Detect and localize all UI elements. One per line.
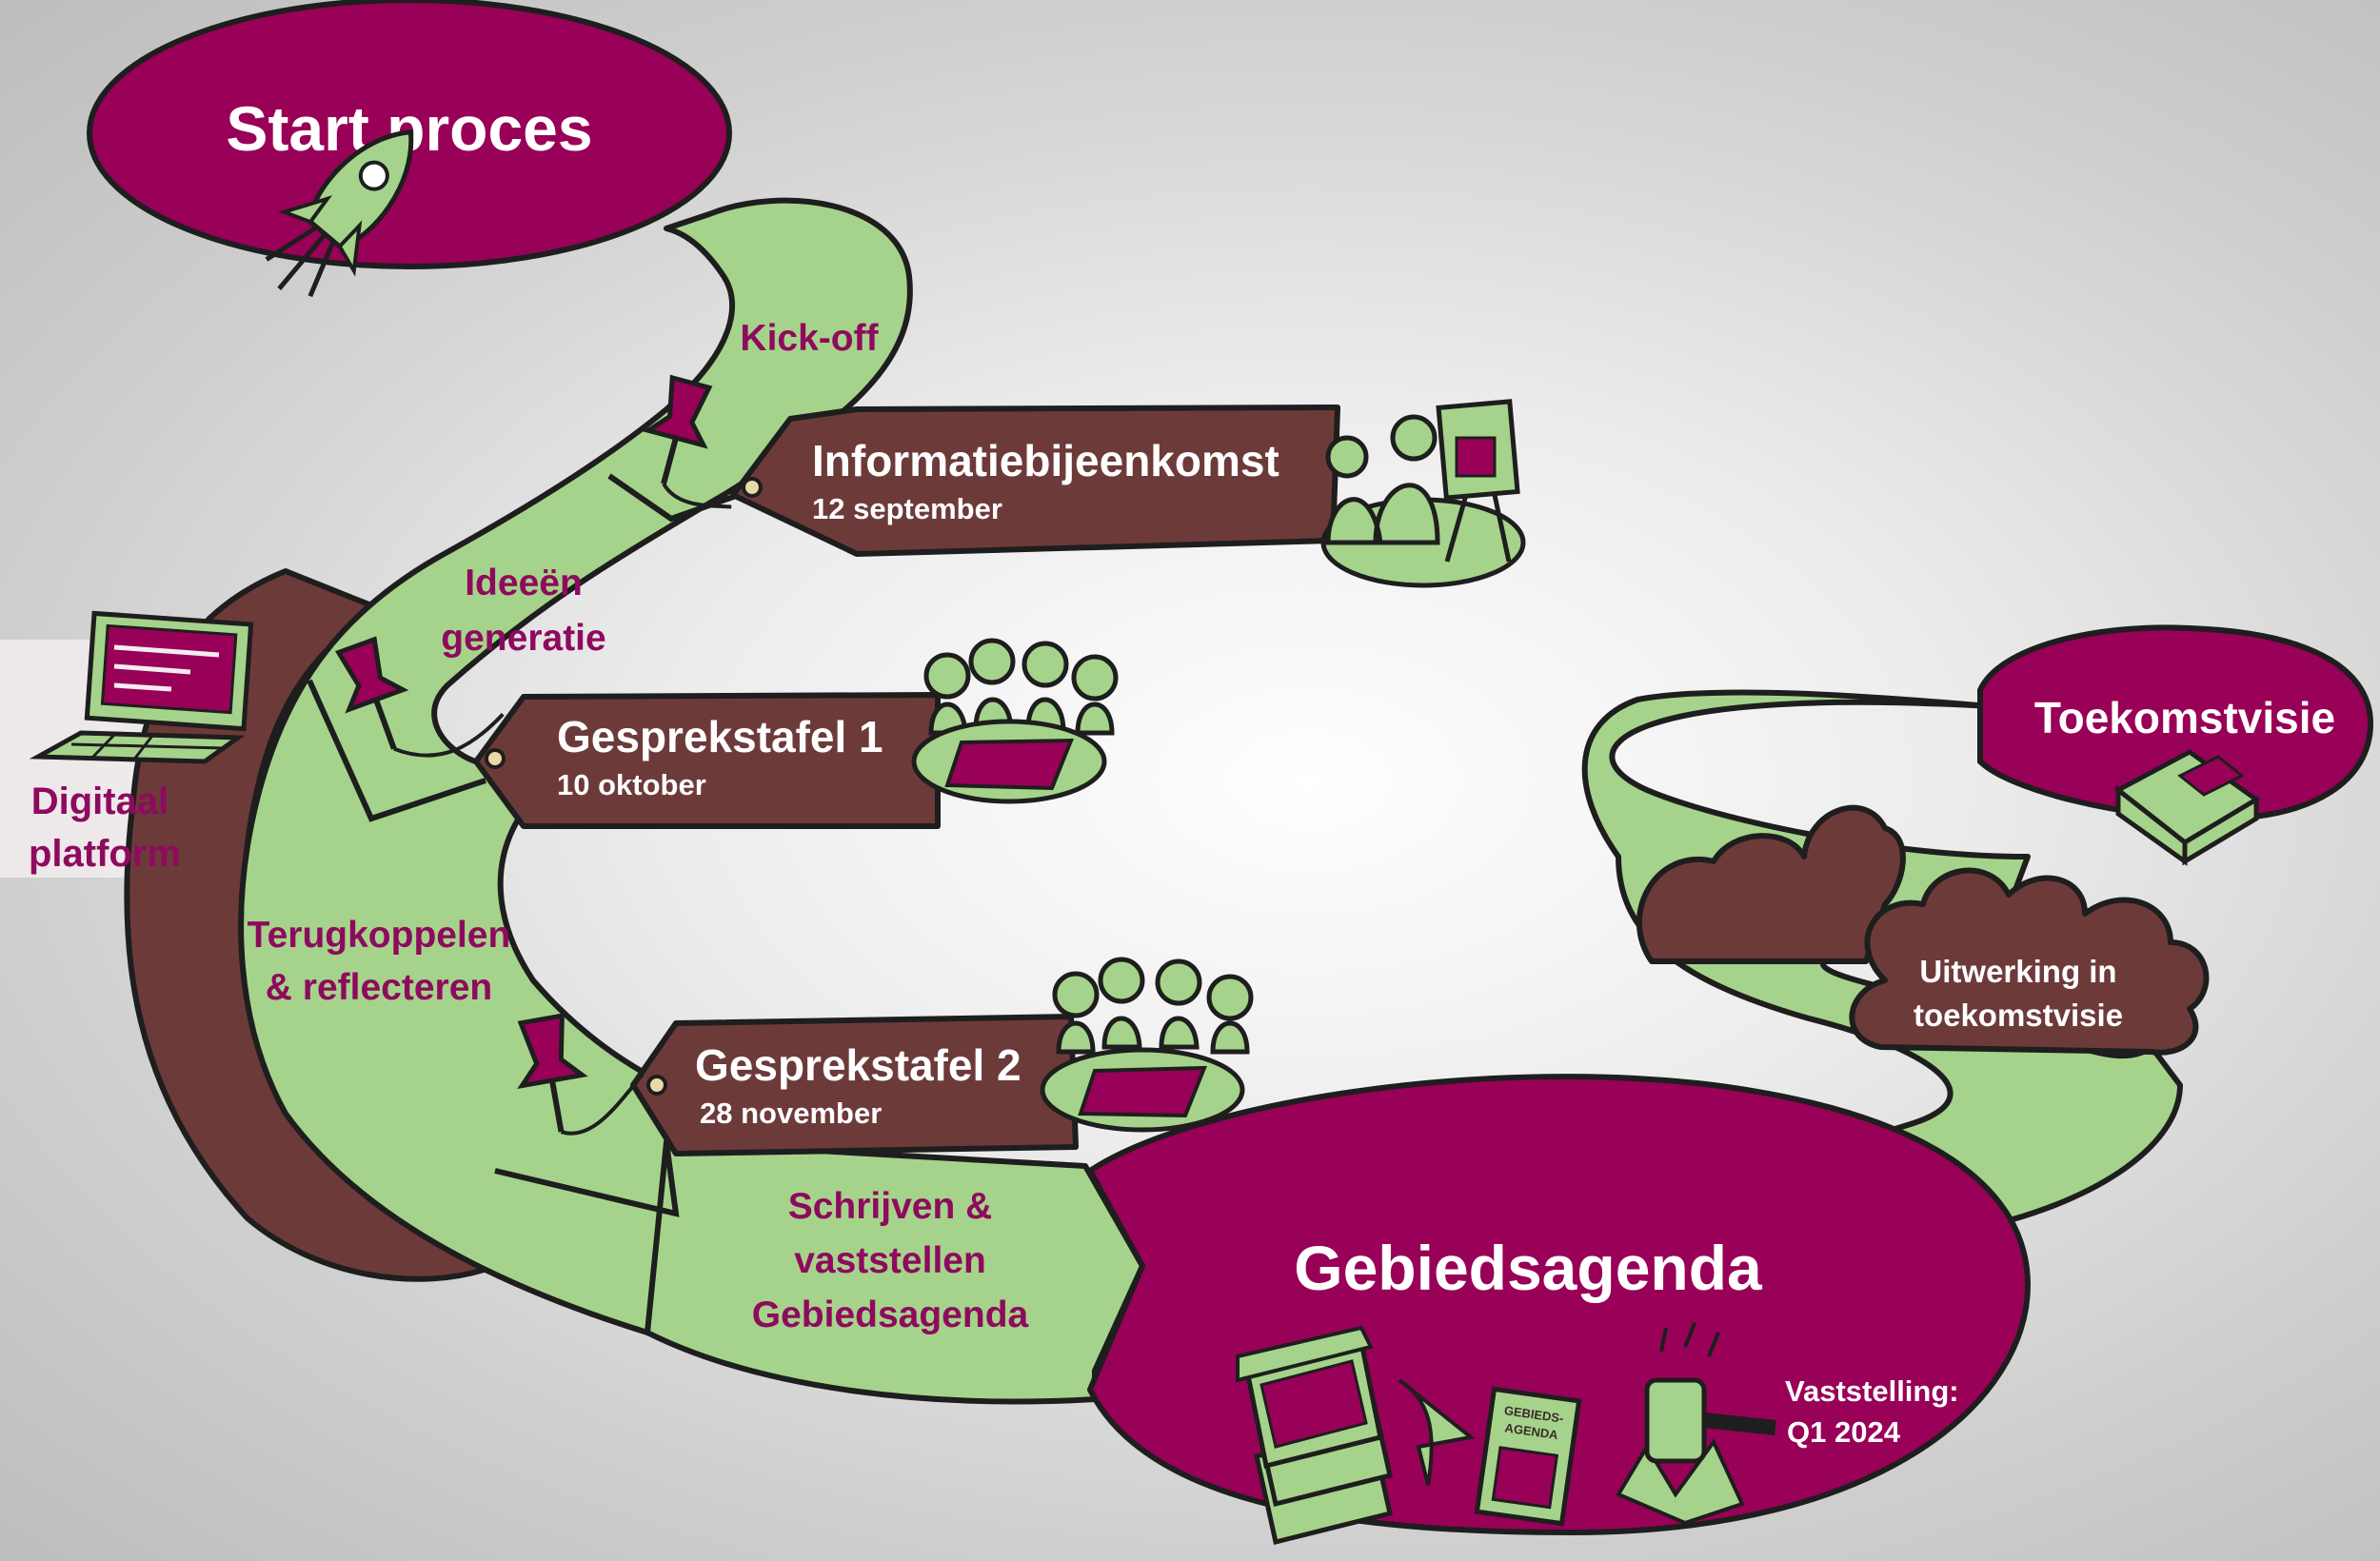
cloud-text-2: toekomstvisie bbox=[1914, 998, 2123, 1033]
segment-line-1 bbox=[607, 473, 753, 523]
gebiedsagenda-title: Gebiedsagenda bbox=[1294, 1233, 1763, 1303]
milestone-gesprekstafel-2: Gesprekstafel 2 28 november bbox=[630, 1014, 1079, 1156]
platform-line2: platform bbox=[29, 833, 181, 875]
segment-line-3 bbox=[494, 1141, 680, 1217]
toekomst-ellipse bbox=[1977, 624, 2374, 822]
cloud-text-1: Uitwerking in bbox=[1919, 954, 2116, 989]
pushpin-icon bbox=[334, 636, 505, 758]
milestone-1-date: 12 september bbox=[812, 492, 1002, 525]
step-schrijven-3: Gebiedsagenda bbox=[752, 1294, 1029, 1335]
toekomst-loop-path bbox=[1581, 689, 2183, 1240]
milestone-3-date: 28 november bbox=[700, 1097, 882, 1130]
milestone-2-date: 10 oktober bbox=[557, 768, 706, 801]
milestone-gesprekstafel-1: Gesprekstafel 1 10 oktober bbox=[473, 692, 941, 829]
segment-line-2 bbox=[307, 679, 486, 822]
laptop-icon bbox=[29, 610, 254, 764]
step-schrijven-2: vaststellen bbox=[794, 1240, 986, 1281]
pushpin-icon bbox=[642, 374, 732, 509]
step-terug-1: Terugkoppelen bbox=[248, 915, 511, 956]
vaststelling-1: Vaststelling: bbox=[1785, 1374, 1959, 1408]
toekomst-title: Toekomstvisie bbox=[2034, 693, 2335, 742]
milestone-2-title: Gesprekstafel 1 bbox=[557, 712, 883, 761]
step-ideeen-1: Ideeën bbox=[465, 563, 583, 603]
gavel-icon bbox=[1616, 1322, 1776, 1526]
step-terug-2: & reflecteren bbox=[266, 967, 492, 1008]
round-table-icon bbox=[911, 638, 1119, 804]
milestone-1-title: Informatiebijeenkomst bbox=[812, 436, 1279, 485]
cloud-back bbox=[1636, 804, 1906, 964]
cloud-front bbox=[1849, 867, 2210, 1056]
milestone-3-title: Gesprekstafel 2 bbox=[695, 1040, 1021, 1090]
rocket-icon bbox=[265, 129, 414, 298]
calendar-stack-icon bbox=[1236, 1325, 1476, 1546]
presentation-people-icon bbox=[1320, 399, 1526, 588]
round-table-icon bbox=[1040, 957, 1254, 1133]
vaststelling-2: Q1 2024 bbox=[1787, 1415, 1901, 1449]
document-icon: GEBIEDS- AGENDA bbox=[1474, 1386, 1582, 1527]
step-kickoff: Kick-off bbox=[740, 318, 879, 359]
step-schrijven-1: Schrijven & bbox=[788, 1186, 993, 1227]
step-ideeen-2: generatie bbox=[441, 618, 605, 659]
book-icon bbox=[2113, 749, 2261, 866]
pushpin-icon bbox=[517, 1013, 645, 1136]
platform-line1: Digitaal bbox=[31, 780, 169, 822]
milestone-informatiebijeenkomst: Informatiebijeenkomst 12 september bbox=[730, 405, 1340, 557]
